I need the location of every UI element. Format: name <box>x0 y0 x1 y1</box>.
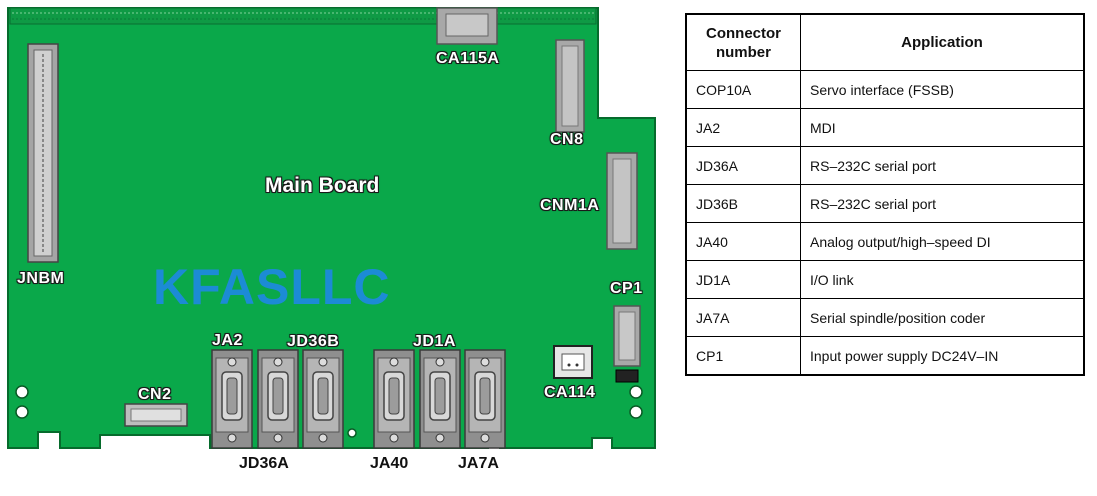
jd36a-label: JD36A <box>239 455 289 472</box>
cell-connector: CP1 <box>685 336 801 376</box>
ca114-connector <box>553 345 593 379</box>
dsub-ja2-jd36a-mid-connector <box>257 349 299 449</box>
cell-application: Analog output/high–speed DI <box>800 222 1085 261</box>
dsub-jd1a-connector <box>419 349 461 449</box>
cell-application: MDI <box>800 108 1085 147</box>
cp1-label: CP1 <box>610 280 643 297</box>
ja2-label: JA2 <box>212 332 243 349</box>
cn8-connector <box>555 39 585 133</box>
cnm1a-connector <box>606 152 638 250</box>
cnm1a-label: CNM1A <box>540 197 600 214</box>
cell-connector: JD36A <box>685 146 801 185</box>
jnbm-label: JNBM <box>17 270 65 287</box>
ca115a-label: CA115A <box>436 50 500 67</box>
dsub-ja40-connector <box>373 349 415 449</box>
dsub-jd36b-connector <box>302 349 344 449</box>
cell-connector: JA40 <box>685 222 801 261</box>
jd36b-label: JD36B <box>287 333 340 350</box>
header-connector-number: Connector number <box>685 13 801 71</box>
dsub-jd36a-connector <box>211 349 253 449</box>
ja40-label: JA40 <box>370 455 409 472</box>
main-board-diagram: CA115A CN8 CNM1A Main Board KFASLLC JNBM… <box>7 7 656 472</box>
cell-application: Servo interface (FSSB) <box>800 70 1085 109</box>
header-application: Application <box>800 13 1085 71</box>
cell-connector: JD36B <box>685 184 801 223</box>
ca114-label: CA114 <box>544 384 596 401</box>
cell-application: Input power supply DC24V–IN <box>800 336 1085 376</box>
dsub-connectors <box>211 349 506 449</box>
cell-application: Serial spindle/position coder <box>800 298 1085 337</box>
watermark-text: KFASLLC <box>153 259 391 315</box>
cn8-label: CN8 <box>550 131 584 148</box>
main-board-title: Main Board <box>265 174 380 197</box>
table-header-row: Connector number Application <box>685 13 1085 71</box>
dsub-ja7a-connector <box>464 349 506 449</box>
cell-connector: JA7A <box>685 298 801 337</box>
cell-connector: COP10A <box>685 70 801 109</box>
cn2-connector <box>124 403 188 427</box>
cell-application: RS–232C serial port <box>800 146 1085 185</box>
mounting-holes <box>15 385 643 438</box>
top-edge-strip <box>9 7 597 25</box>
cell-application: I/O link <box>800 260 1085 299</box>
cell-application: RS–232C serial port <box>800 184 1085 223</box>
cell-connector: JD1A <box>685 260 801 299</box>
cp1-connector <box>613 305 641 383</box>
jnbm-connector <box>27 43 59 263</box>
ja7a-label: JA7A <box>458 455 499 472</box>
board-drawing <box>7 7 656 449</box>
jd1a-label: JD1A <box>413 333 456 350</box>
cn2-label: CN2 <box>138 386 172 403</box>
ca115a-connector <box>436 7 498 45</box>
cell-connector: JA2 <box>685 108 801 147</box>
